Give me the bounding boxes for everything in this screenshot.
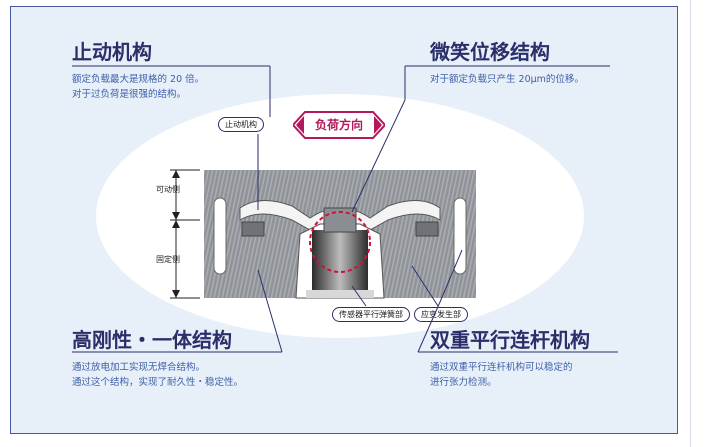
base-plate <box>306 290 374 298</box>
micro-displacement-desc: 对于额定负载只产生 20μm的位移。 <box>430 72 584 87</box>
high-rigidity-pointer <box>257 269 283 353</box>
movable-side-label: 可动侧 <box>156 185 180 194</box>
parallel-link-desc-line1: 通过双重平行连杆机构可以稳定的 <box>430 362 573 373</box>
parallel-link-desc-line2: 进行张力检测。 <box>430 377 497 388</box>
high-rigidity-title: 高刚性・一体结构 <box>72 328 232 352</box>
parallel-link-desc: 通过双重平行连杆机构可以稳定的 进行张力检测。 <box>430 360 573 390</box>
page-divider <box>690 0 691 447</box>
sensor-spring-tag: 传感器平行弹簧部 <box>332 307 410 322</box>
high-rigidity-desc: 通过放电加工实现无焊合结构。 通过这个结构，实现了耐久性・稳定性。 <box>72 360 243 390</box>
high-rigidity-desc-line1: 通过放电加工实现无焊合结构。 <box>72 362 206 373</box>
arrow-down-fixed <box>172 290 180 298</box>
stop-mechanism-title: 止动机构 <box>72 40 152 64</box>
strain-part-pointer <box>411 265 439 307</box>
arrow-up-movable <box>172 170 180 178</box>
micro-displacement-pointer <box>351 99 406 213</box>
sensor-mechanism-illustration <box>204 170 476 299</box>
load-direction-arrow <box>293 111 385 139</box>
left-stop-block <box>241 221 265 237</box>
arrow-up-fixed <box>172 220 180 228</box>
arrow-down-movable <box>172 212 180 220</box>
micro-displacement-highlight <box>309 211 371 273</box>
spring-cylinder <box>312 230 368 290</box>
sensor-spring-pointer <box>351 285 367 307</box>
load-direction-label: 负荷方向 <box>314 118 363 132</box>
stop-mechanism-tag: 止动机构 <box>218 117 264 132</box>
high-rigidity-desc-line2: 通过这个结构，实现了耐久性・稳定性。 <box>72 377 244 388</box>
right-stop-block <box>415 221 439 237</box>
stop-mechanism-desc-line2: 对于过负荷是很强的结构。 <box>72 89 187 100</box>
stop-mechanism-desc-line1: 额定负载最大是规格的 20 倍。 <box>72 74 205 85</box>
left-slot <box>213 197 227 275</box>
parallel-link-pointer <box>439 249 463 303</box>
fixed-side-label: 固定侧 <box>156 255 180 264</box>
strain-part-tag: 应变发生部 <box>414 307 468 322</box>
micro-displacement-title: 微笑位移结构 <box>430 40 550 64</box>
right-slot <box>453 197 467 275</box>
stop-mechanism-desc: 额定负载最大是规格的 20 倍。 对于过负荷是很强的结构。 <box>72 72 204 102</box>
micro-displacement-desc-line1: 对于额定负载只产生 20μm的位移。 <box>430 74 584 85</box>
parallel-link-leader <box>417 301 441 353</box>
parallel-link-title: 双重平行连杆机构 <box>430 328 590 352</box>
